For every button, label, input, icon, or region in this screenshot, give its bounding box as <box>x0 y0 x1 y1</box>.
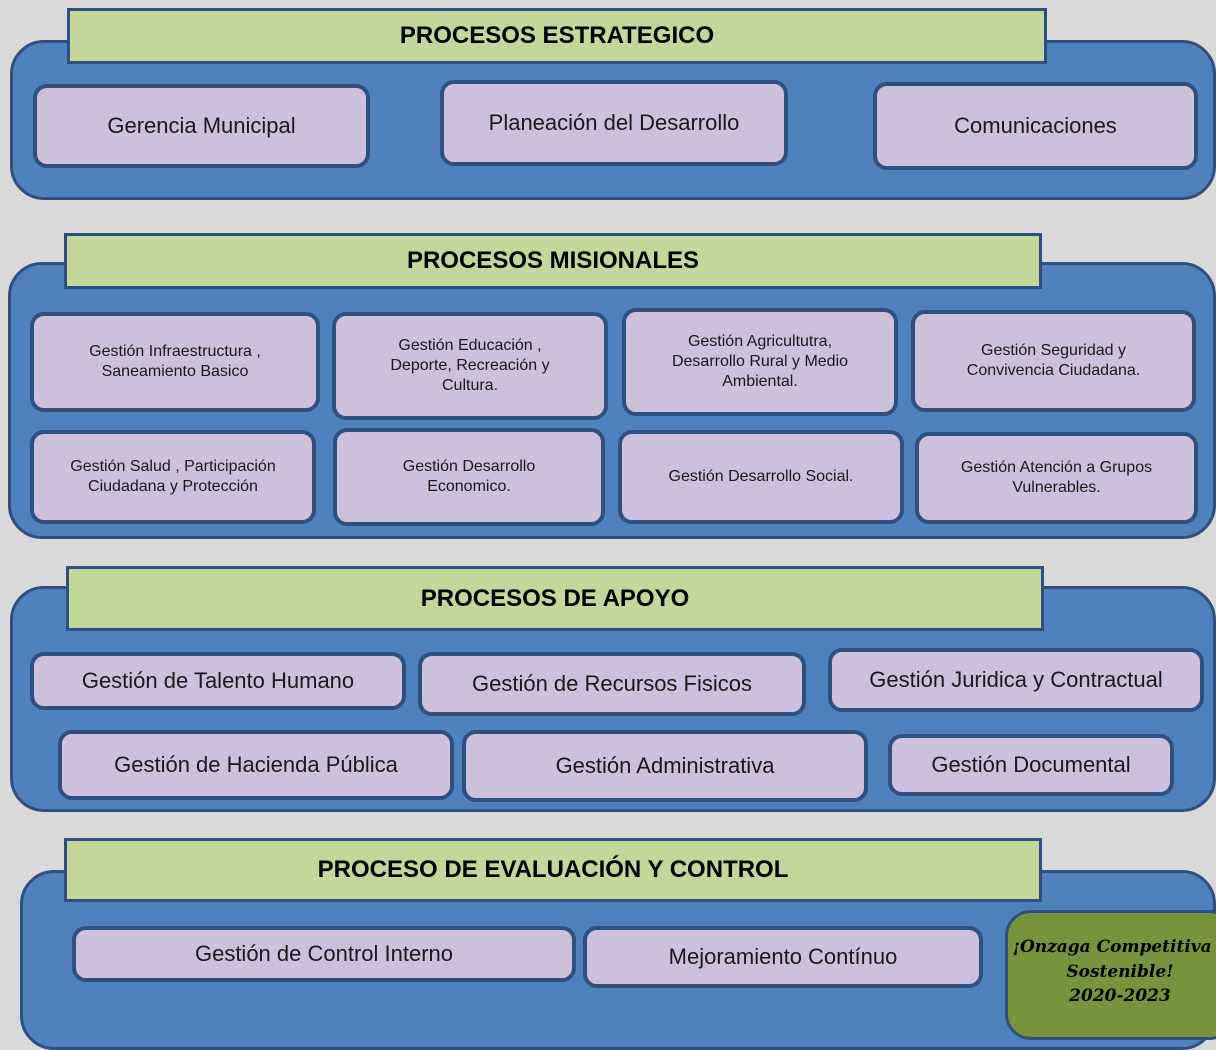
recursos-fisicos-box[interactable]: Gestión de Recursos Fisicos <box>418 652 806 716</box>
slogan-line: 2020-2023 <box>1069 986 1171 1007</box>
slogan-line: Sostenible! <box>1066 961 1174 982</box>
box-line: Ambiental. <box>722 373 798 390</box>
gestion-desarrollo-social-box[interactable]: Gestión Desarrollo Social. <box>618 430 904 524</box>
control-interno-box[interactable]: Gestión de Control Interno <box>72 926 576 982</box>
gerencia-municipal-box[interactable]: Gerencia Municipal <box>33 84 370 168</box>
box-line: Gestión Salud , Participación <box>70 458 276 475</box>
box-line: Gestión Desarrollo <box>402 458 536 475</box>
planeacion-desarrollo-box[interactable]: Planeación del Desarrollo <box>440 80 788 166</box>
gestion-educacion-box[interactable]: Gestión Educación , Deporte, Recreación y… <box>332 312 608 420</box>
gestion-agricultura-box[interactable]: Gestión Agricultutra, Desarrollo Rural y … <box>622 308 898 416</box>
box-line: Gestión Infraestructura , <box>89 343 261 360</box>
box-line: Ciudadana y Protección <box>88 478 258 495</box>
box-label: Gestión Documental <box>931 752 1131 778</box>
box-label: Gerencia Municipal <box>107 113 296 139</box>
box-line: Gestión Seguridad y <box>981 342 1126 359</box>
box-line: Gestión Desarrollo Social. <box>668 468 854 485</box>
box-line: Convivencia Ciudadana. <box>966 362 1141 379</box>
box-line: Economico. <box>427 478 511 495</box>
gestion-documental-box[interactable]: Gestión Documental <box>888 734 1174 796</box>
gestion-administrativa-box[interactable]: Gestión Administrativa <box>462 730 868 802</box>
apoyo-header: PROCESOS DE APOYO <box>66 566 1044 631</box>
box-label: Planeación del Desarrollo <box>488 110 740 136</box>
gestion-seguridad-box[interactable]: Gestión Seguridad y Convivencia Ciudadana… <box>911 310 1196 412</box>
box-label: Comunicaciones <box>954 113 1117 139</box>
box-label: Gestión Administrativa <box>555 753 775 779</box>
box-label: Gestión de Recursos Fisicos <box>472 671 752 697</box>
hacienda-publica-box[interactable]: Gestión de Hacienda Pública <box>58 730 454 800</box>
box-label: Gestión de Control Interno <box>194 941 454 967</box>
box-line: Gestión Agricultutra, <box>687 333 833 350</box>
box-label: Gestión de Talento Humano <box>81 668 355 694</box>
box-label: Gestión de Hacienda Pública <box>114 752 398 778</box>
box-line: Cultura. <box>441 377 499 394</box>
slogan-badge: ¡Onzaga Competitiva y Sostenible! 2020-2… <box>1005 910 1216 1040</box>
evaluacion-header: PROCESO DE EVALUACIÓN Y CONTROL <box>64 838 1042 902</box>
comunicaciones-box[interactable]: Comunicaciones <box>873 82 1198 170</box>
box-line: Vulnerables. <box>1012 479 1101 496</box>
talento-humano-box[interactable]: Gestión de Talento Humano <box>30 652 406 710</box>
juridica-contractual-box[interactable]: Gestión Juridica y Contractual <box>828 648 1204 712</box>
gestion-infraestructura-box[interactable]: Gestión Infraestructura , Saneamiento Bas… <box>30 312 320 412</box>
mejoramiento-continuo-box[interactable]: Mejoramiento Contínuo <box>583 926 983 988</box>
box-line: Gestión Atención a Grupos <box>960 459 1153 476</box>
box-line: Saneamiento Basico <box>101 363 249 380</box>
box-line: Deporte, Recreación y <box>390 357 550 374</box>
misionales-header: PROCESOS MISIONALES <box>64 233 1042 289</box>
box-label: Gestión Juridica y Contractual <box>869 667 1163 693</box>
box-label: Mejoramiento Contínuo <box>668 944 898 970</box>
box-line: Gestión Educación , <box>398 337 542 354</box>
slogan-line: ¡Onzaga Competitiva y <box>1012 937 1216 957</box>
box-line: Desarrollo Rural y Medio <box>671 353 849 370</box>
estrategico-header: PROCESOS ESTRATEGICO <box>67 8 1047 64</box>
